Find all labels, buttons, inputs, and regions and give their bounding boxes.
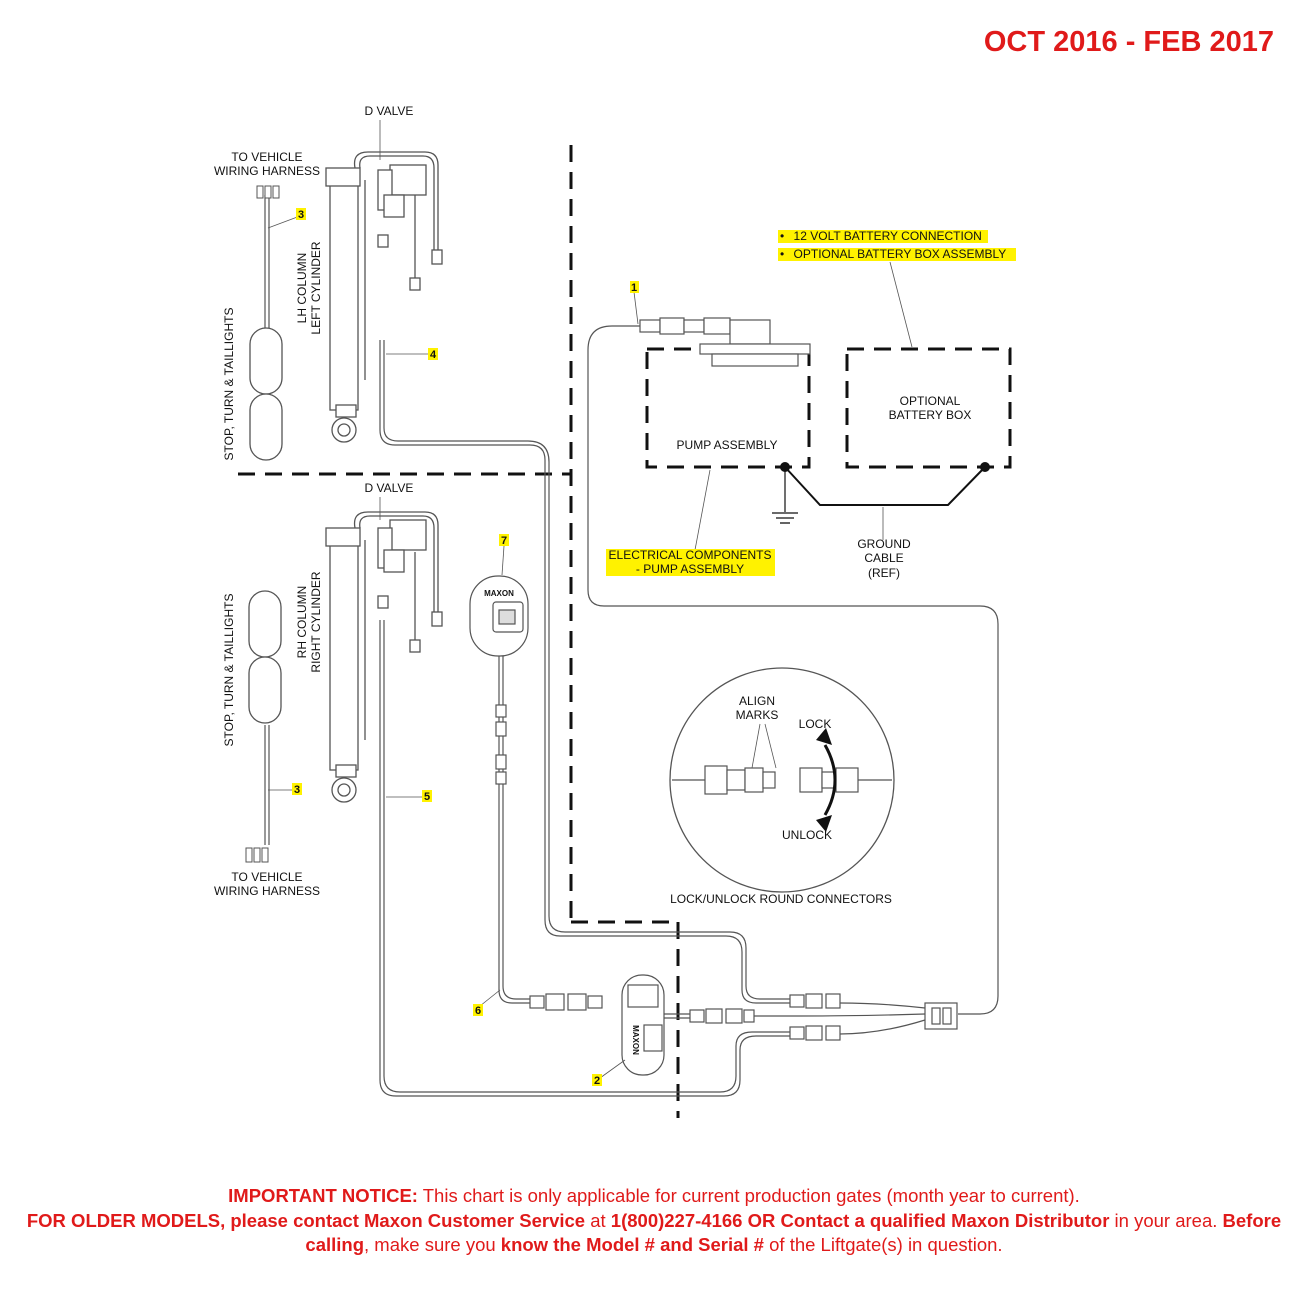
taillights-top bbox=[249, 327, 283, 461]
notice-in-area: in your area. bbox=[1109, 1209, 1223, 1231]
pump-connector bbox=[639, 317, 811, 367]
ground-cable-label-1: GROUND bbox=[857, 537, 911, 551]
lh-column-label-1: LH COLUMN bbox=[295, 253, 309, 324]
handheld-control-7 bbox=[469, 575, 529, 785]
ground-cable-label-2: CABLE bbox=[864, 551, 903, 565]
rh-cylinder bbox=[325, 511, 443, 803]
brand-logo-2: MAXON bbox=[631, 1025, 640, 1055]
taillights-label-top: STOP, TURN & TAILLIGHTS bbox=[222, 308, 236, 461]
taillights-label-bottom: STOP, TURN & TAILLIGHTS bbox=[222, 594, 236, 747]
callout-highlights bbox=[292, 208, 639, 1086]
battery-note-highlight-1 bbox=[778, 230, 988, 243]
pump-assembly-label: PUMP ASSEMBLY bbox=[677, 438, 778, 452]
harness-plug-bottom bbox=[245, 847, 269, 863]
notice-model-serial: know the Model # and Serial # bbox=[500, 1234, 764, 1255]
callout-2: 2 bbox=[594, 1075, 600, 1087]
align-marks-label-2: MARKS bbox=[736, 708, 779, 722]
lh-column-label-2: LEFT CYLINDER bbox=[309, 241, 323, 334]
wiring-lines bbox=[264, 195, 999, 1097]
battery-note-1-text: 12 VOLT BATTERY CONNECTION bbox=[794, 229, 982, 243]
leader-lines bbox=[267, 120, 913, 1079]
callout-6: 6 bbox=[475, 1005, 481, 1017]
electrical-components-label-2: - PUMP ASSEMBLY bbox=[636, 562, 744, 576]
notice-make-sure: , make sure you bbox=[364, 1234, 501, 1255]
notice-line-1: IMPORTANT NOTICE: This chart is only app… bbox=[0, 1184, 1308, 1209]
callout-5: 5 bbox=[424, 791, 430, 803]
d-valve-label-top: D VALVE bbox=[365, 104, 414, 118]
vehicle-harness-label-top-1: TO VEHICLE bbox=[231, 150, 302, 164]
boundary-dashes bbox=[238, 145, 680, 1118]
date-range-title: OCT 2016 - FEB 2017 bbox=[983, 26, 1274, 58]
battery-note-2: • OPTIONAL BATTERY BOX ASSEMBLY bbox=[780, 247, 1006, 261]
electrical-components-label-1: ELECTRICAL COMPONENTS bbox=[609, 548, 772, 562]
battery-note-2-text: OPTIONAL BATTERY BOX ASSEMBLY bbox=[794, 247, 1007, 261]
ground-cable bbox=[772, 462, 990, 524]
callout-3-bottom: 3 bbox=[294, 784, 300, 796]
important-notice: IMPORTANT NOTICE: This chart is only app… bbox=[0, 1184, 1308, 1258]
notice-in-question: of the Liftgate(s) in question. bbox=[763, 1234, 1003, 1255]
connectors-caption: LOCK/UNLOCK ROUND CONNECTORS bbox=[670, 892, 892, 906]
unlock-label: UNLOCK bbox=[782, 828, 832, 842]
lh-cylinder bbox=[325, 151, 443, 443]
notice-older-models: FOR OLDER MODELS, please contact Maxon C… bbox=[26, 1209, 586, 1231]
optional-battery-box-label-1: OPTIONAL bbox=[900, 394, 961, 408]
ground-cable-label-3: (REF) bbox=[868, 566, 900, 580]
taillights-bottom bbox=[248, 590, 282, 724]
notice-important-heading: IMPORTANT NOTICE: bbox=[228, 1185, 418, 1206]
optional-battery-box bbox=[845, 347, 1012, 469]
vehicle-harness-label-bottom-1: TO VEHICLE bbox=[231, 870, 302, 884]
rh-column-label-2: RIGHT CYLINDER bbox=[309, 571, 323, 672]
vehicle-harness-label-top-2: WIRING HARNESS bbox=[214, 164, 320, 178]
notice-before-calling: Before calling bbox=[305, 1209, 1282, 1256]
connector-detail bbox=[669, 667, 895, 893]
battery-note-1: • 12 VOLT BATTERY CONNECTION bbox=[780, 229, 982, 243]
rh-column-label-1: RH COLUMN bbox=[295, 586, 309, 659]
electrical-components-highlight bbox=[606, 549, 775, 576]
notice-line-2: FOR OLDER MODELS, please contact Maxon C… bbox=[0, 1209, 1308, 1258]
align-marks-label-1: ALIGN bbox=[739, 694, 775, 708]
d-valve-label-bottom: D VALVE bbox=[365, 481, 414, 495]
notice-text-1: This chart is only applicable for curren… bbox=[417, 1185, 1080, 1206]
optional-battery-box-label-2: BATTERY BOX bbox=[889, 408, 972, 422]
lock-label: LOCK bbox=[799, 717, 832, 731]
harness-plug-top bbox=[256, 185, 280, 199]
control-station-2 bbox=[529, 974, 958, 1076]
callout-7: 7 bbox=[501, 535, 507, 547]
notice-at: at bbox=[585, 1209, 611, 1231]
notice-phone: 1(800)227-4166 OR Contact a qualified Ma… bbox=[610, 1209, 1110, 1231]
vehicle-harness-label-bottom-2: WIRING HARNESS bbox=[214, 884, 320, 898]
callout-3-top: 3 bbox=[298, 209, 304, 221]
brand-logo-7: MAXON bbox=[484, 589, 514, 598]
callout-1: 1 bbox=[631, 282, 637, 294]
battery-note-highlight-2 bbox=[778, 248, 1016, 261]
callout-4: 4 bbox=[430, 349, 437, 361]
